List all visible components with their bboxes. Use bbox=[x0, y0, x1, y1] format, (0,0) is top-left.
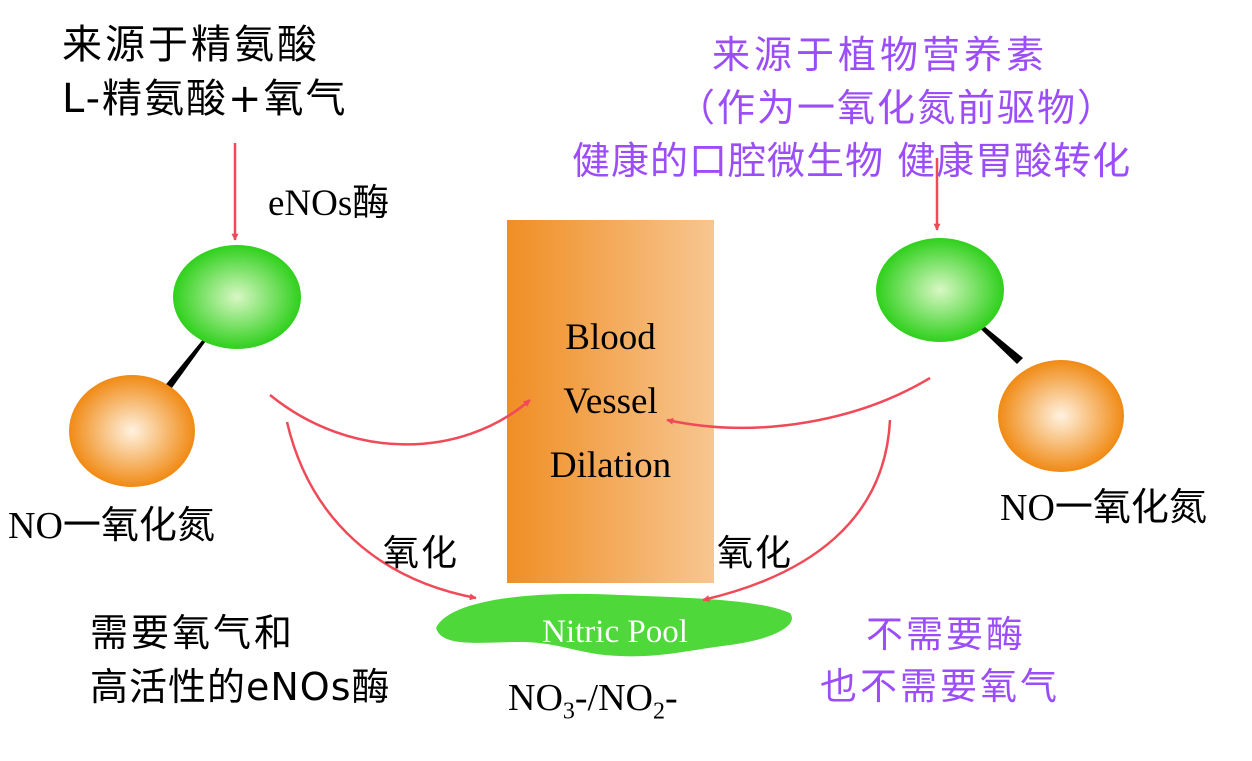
left-requirement-line2: 高活性的eNOs酶 bbox=[90, 665, 391, 709]
formula-sub-2: 2 bbox=[653, 698, 665, 725]
formula-sub-3: 3 bbox=[562, 698, 575, 725]
left-requirement-line1: 需要氧气和 bbox=[90, 611, 296, 655]
vessel-label-line1: Blood bbox=[565, 317, 656, 358]
enzyme-label: eNOs酶 bbox=[268, 183, 390, 224]
left-source-line2: L-精氨酸+氧气 bbox=[62, 76, 348, 122]
vessel-label-line3: Dilation bbox=[549, 445, 672, 486]
oxidation-label-left: 氧化 bbox=[383, 533, 460, 574]
formula-part-minus: - bbox=[665, 677, 678, 719]
arrow-right-to-vessel bbox=[666, 376, 931, 429]
no-label-right: NO一氧化氮 bbox=[1000, 487, 1207, 529]
right-requirement-line2: 也不需要氧气 bbox=[820, 665, 1060, 708]
left-orange-molecule bbox=[69, 375, 195, 487]
pool-formula: NO3-/NO2- bbox=[508, 676, 678, 726]
nitric-pool-blob bbox=[436, 593, 792, 657]
left-green-molecule bbox=[173, 245, 301, 349]
right-source-line3: 健康的口腔微生物 健康胃酸转化 bbox=[572, 139, 1132, 183]
right-source-line2: （作为一氧化氮前驱物） bbox=[677, 86, 1118, 130]
arrow-right-to-pool bbox=[702, 419, 892, 602]
oxidation-label-right: 氧化 bbox=[717, 533, 794, 574]
arrow-left-to-pool bbox=[285, 421, 477, 601]
left-source-line1: 来源于精氨酸 bbox=[62, 22, 320, 68]
vessel-label-line2: Vessel bbox=[563, 381, 658, 422]
nitric-pool-label: Nitric Pool bbox=[542, 614, 688, 650]
formula-part-no3: NO bbox=[508, 677, 563, 719]
right-orange-molecule bbox=[998, 360, 1124, 472]
right-requirement-line1: 不需要酶 bbox=[866, 613, 1026, 656]
right-source-line1: 来源于植物营养素 bbox=[712, 33, 1049, 77]
blood-vessel-block bbox=[507, 220, 714, 583]
arrow-left-to-vessel bbox=[269, 394, 531, 446]
right-green-molecule bbox=[876, 238, 1004, 342]
formula-part-no2: -/NO bbox=[574, 677, 653, 719]
no-label-left: NO一氧化氮 bbox=[8, 505, 215, 547]
